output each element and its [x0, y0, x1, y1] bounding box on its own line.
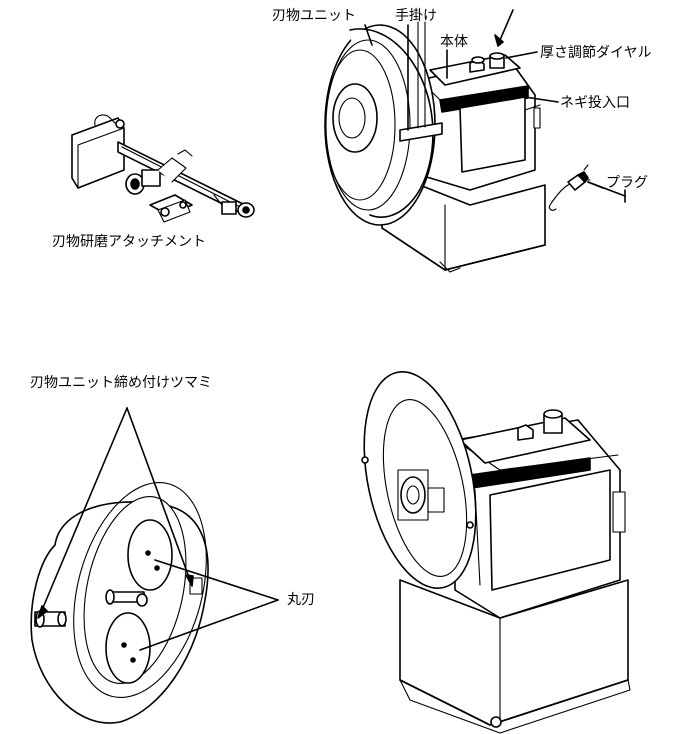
label-body: 本体 [440, 34, 468, 50]
label-blade-unit-knob: 刃物ユニット締め付けツマミ [30, 375, 212, 391]
leader-lines-top [364, 9, 626, 203]
slicer-machine-front-drawing [324, 21, 591, 273]
label-handle: 手掛け [395, 8, 437, 24]
label-round-blade: 丸刃 [287, 592, 315, 608]
label-green-onion-inlet: ネギ投入口 [560, 95, 630, 111]
slicer-machine-open-drawing [361, 371, 631, 734]
label-thickness-dial: 厚さ調節ダイヤル [540, 45, 652, 61]
label-plug: プラグ [606, 175, 648, 191]
label-blade-unit: 刃物ユニット [272, 8, 356, 24]
sharpening-attachment-drawing [71, 114, 255, 223]
round-blade-unit-drawing [30, 481, 209, 724]
label-sharpening-attachment: 刃物研磨アタッチメント [52, 234, 206, 250]
leader-lines-bottom-left [37, 407, 279, 651]
